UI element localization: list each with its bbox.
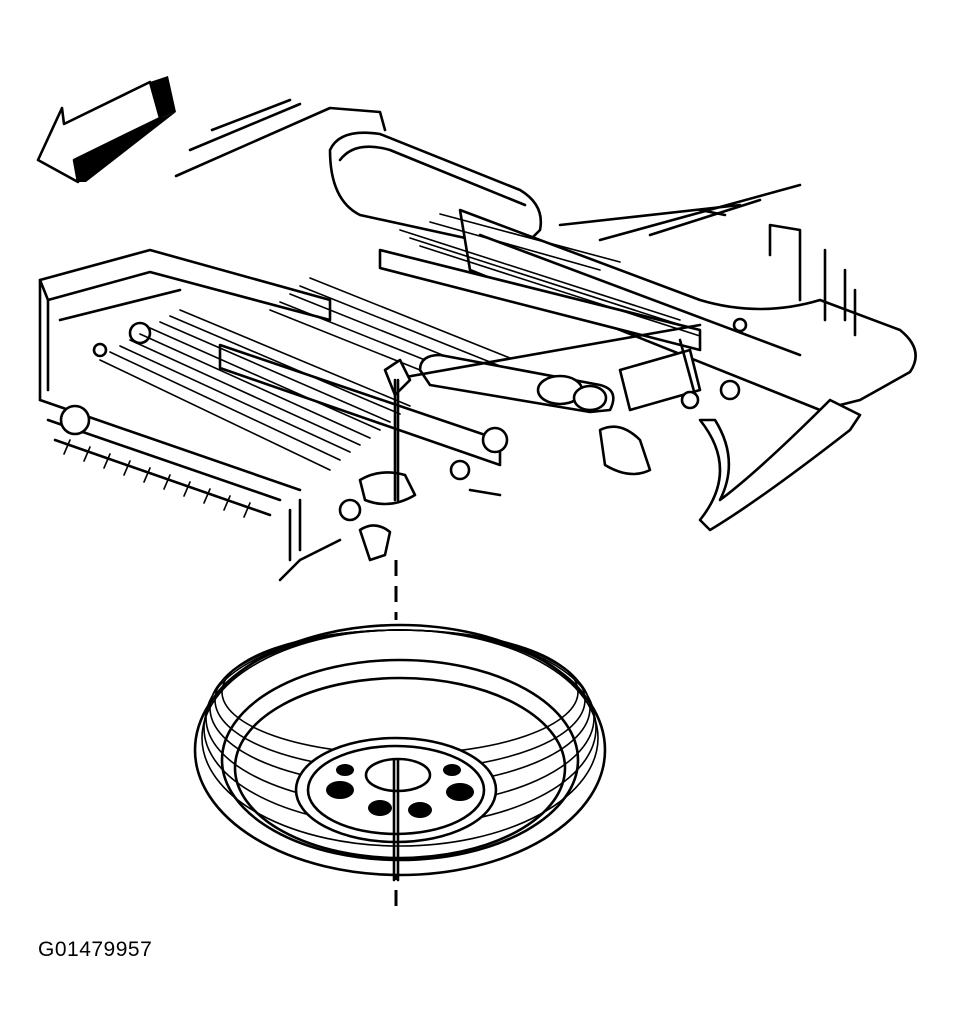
spare-wheel: [294, 736, 498, 844]
spare-tire: [193, 623, 607, 882]
front-direction-arrow-icon: [36, 76, 176, 184]
figure-id-label: G01479957: [38, 938, 153, 961]
vehicle-underbody: [38, 98, 917, 582]
